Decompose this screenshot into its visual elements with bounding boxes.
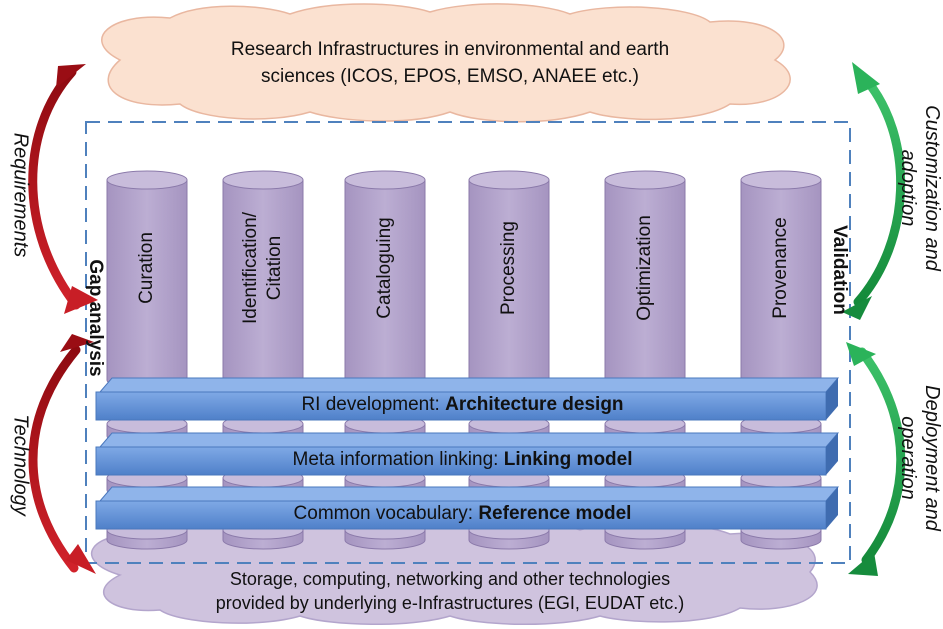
pillar-identification (222, 170, 304, 390)
layer-bold: Architecture design (445, 394, 624, 415)
customization-line-1: Customization and (921, 105, 943, 271)
customization-label: Customization and adoption (896, 105, 943, 271)
layer-label-linking: Meta information linking: Linking model (100, 449, 825, 471)
pillar-label-identification: Identification/Citation (239, 212, 287, 324)
deployment-label: Deployment and operation (896, 385, 943, 531)
deployment-line-2: operation (897, 416, 919, 500)
top-cloud-line-1: Research Infrastructures in environmenta… (230, 39, 670, 60)
layer-label-architecture: RI development: Architecture design (100, 394, 825, 416)
pillar-label-line-1: Optimization (634, 215, 655, 321)
requirements-arrow (28, 64, 98, 314)
pillar-label-cataloguing: Cataloguing (373, 217, 397, 318)
layer-prefix: RI development: (301, 394, 446, 415)
technology-label: Technology (9, 414, 32, 516)
layer-linking (95, 432, 840, 476)
pillar-label-processing: Processing (497, 221, 521, 315)
customization-arrow (842, 62, 906, 320)
layer-reference (95, 486, 840, 530)
pillar-label-provenance: Provenance (769, 217, 793, 318)
pillar-label-line-1: Processing (498, 221, 519, 315)
validation-label: Validation (829, 225, 850, 315)
top-cloud-text: Research Infrastructures in environmenta… (140, 36, 760, 90)
layer-label-reference: Common vocabulary: Reference model (100, 503, 825, 525)
deployment-arrow (846, 342, 906, 576)
layer-prefix: Common vocabulary: (293, 503, 479, 524)
layer-bold: Reference model (478, 503, 632, 524)
pillar-label-optimization: Optimization (633, 215, 657, 321)
pillar-label-line-1: Cataloguing (374, 217, 395, 319)
pillar-provenance (740, 170, 822, 390)
pillar-label-curation: Curation (135, 232, 159, 304)
pillar-curation (106, 170, 188, 390)
technology-arrow (28, 334, 96, 574)
bottom-cloud-line-1: Storage, computing, networking and other… (229, 569, 671, 589)
bottom-cloud-text: Storage, computing, networking and other… (130, 567, 770, 615)
pillar-label-line-1: Curation (136, 232, 157, 304)
pillar-label-line-1: Provenance (770, 217, 791, 319)
layer-architecture (95, 377, 840, 421)
bottom-cloud-line-2: provided by underlying e-Infrastructures… (215, 593, 685, 613)
pillar-label-line-2: Citation (264, 235, 285, 301)
pillar-label-line-1: Identification/ (240, 212, 261, 324)
deployment-line-1: Deployment and (921, 385, 943, 531)
top-cloud-line-2: sciences (ICOS, EPOS, EMSO, ANAEE etc.) (261, 66, 639, 87)
layer-bold: Linking model (503, 449, 633, 470)
layer-prefix: Meta information linking: (292, 449, 504, 470)
requirements-label: Requirements (9, 132, 32, 258)
top-cloud-shape (101, 3, 791, 123)
customization-line-2: adoption (897, 149, 919, 227)
gap-analysis-label: Gap analysis (85, 259, 106, 377)
